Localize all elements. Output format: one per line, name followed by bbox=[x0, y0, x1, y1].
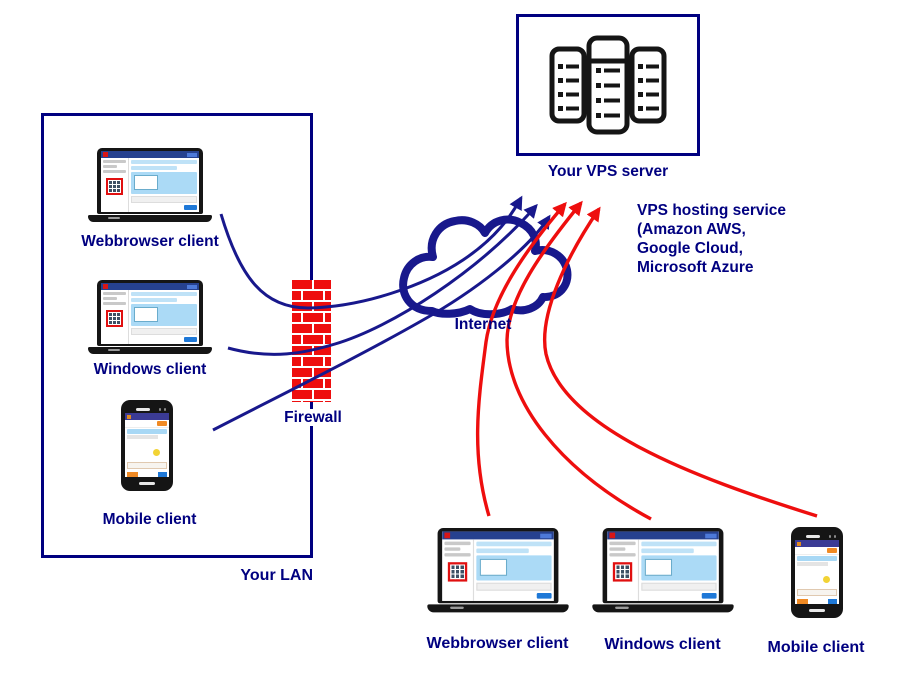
dialpad-icon bbox=[447, 562, 468, 582]
message-input bbox=[131, 196, 197, 203]
remote-mobile-phone bbox=[791, 527, 843, 618]
laptop-base bbox=[427, 604, 569, 613]
remote-webbrowser-client-label: Webbrowser client bbox=[426, 635, 569, 652]
contact-sidebar bbox=[101, 290, 129, 344]
phone-camera-icon bbox=[833, 535, 836, 538]
dialpad-icon bbox=[612, 562, 633, 582]
app-logo-icon bbox=[444, 532, 451, 539]
app-logo-icon bbox=[103, 152, 108, 157]
laptop-base bbox=[88, 215, 212, 222]
lan-mobile-client-label: Mobile client bbox=[102, 511, 197, 528]
lan-mobile-phone bbox=[121, 400, 173, 491]
internet-cloud-icon bbox=[399, 215, 572, 319]
send-button bbox=[184, 337, 197, 342]
your-lan-label: Your LAN bbox=[240, 567, 313, 584]
contact-sidebar bbox=[101, 158, 129, 212]
dialpad-icon bbox=[106, 310, 123, 327]
send-button bbox=[828, 598, 837, 604]
vps-server-box bbox=[516, 14, 700, 156]
firewall-label: Firewall bbox=[282, 409, 344, 426]
app-logo-icon bbox=[609, 532, 616, 539]
call-button bbox=[797, 598, 808, 604]
phone-screen bbox=[795, 540, 839, 604]
search-box bbox=[540, 533, 552, 538]
hosting-line-4: Microsoft Azure bbox=[637, 259, 754, 276]
message-input bbox=[131, 328, 197, 335]
send-button bbox=[701, 592, 717, 599]
vps-server-label: Your VPS server bbox=[547, 163, 669, 180]
dialpad-icon bbox=[106, 178, 123, 195]
message-input bbox=[797, 589, 837, 596]
send-button bbox=[536, 592, 552, 599]
laptop-base bbox=[592, 604, 734, 613]
home-button bbox=[809, 609, 825, 612]
search-box bbox=[187, 284, 197, 289]
app-titlebar bbox=[795, 540, 839, 547]
laptop-screen bbox=[97, 148, 203, 214]
action-button bbox=[157, 421, 167, 426]
laptop-screen bbox=[437, 528, 559, 604]
status-dot bbox=[823, 575, 830, 583]
popup-window bbox=[134, 175, 158, 190]
message-input bbox=[641, 582, 717, 591]
remote-connection-webbrowser bbox=[475, 201, 567, 517]
laptop-base bbox=[88, 347, 212, 354]
message-input bbox=[127, 462, 167, 469]
send-button bbox=[184, 205, 197, 210]
call-button bbox=[127, 471, 138, 477]
app-logo-icon bbox=[103, 284, 108, 289]
popup-window bbox=[134, 307, 158, 322]
status-dot bbox=[153, 448, 160, 456]
search-box bbox=[187, 152, 197, 157]
chat-area bbox=[474, 539, 554, 601]
remote-webbrowser-laptop bbox=[427, 528, 569, 613]
hosting-line-1: VPS hosting service bbox=[637, 202, 787, 219]
popup-window bbox=[644, 558, 673, 576]
lan-windows-laptop bbox=[88, 280, 212, 354]
app-titlebar bbox=[125, 413, 169, 420]
contact-sidebar bbox=[607, 539, 640, 601]
popup-window bbox=[479, 558, 508, 576]
send-button bbox=[158, 471, 167, 477]
phone-speaker bbox=[136, 408, 151, 411]
lan-webbrowser-client-label: Webbrowser client bbox=[81, 233, 219, 250]
phone-speaker bbox=[806, 535, 821, 538]
phone-camera-icon bbox=[163, 408, 166, 411]
server-rack-icon bbox=[549, 35, 667, 135]
remote-windows-client-label: Windows client bbox=[604, 636, 721, 653]
home-button bbox=[139, 482, 155, 485]
chat-area bbox=[129, 290, 199, 344]
search-box bbox=[705, 533, 717, 538]
hosting-line-2: (Amazon AWS, bbox=[637, 221, 746, 238]
laptop-screen bbox=[97, 280, 203, 346]
remote-mobile-client-label: Mobile client bbox=[767, 639, 865, 656]
laptop-screen bbox=[602, 528, 724, 604]
message-input bbox=[476, 582, 552, 591]
chat-area bbox=[129, 158, 199, 212]
vps-hosting-service-text: VPS hosting service (Amazon AWS, Google … bbox=[637, 201, 847, 277]
lan-webbrowser-laptop bbox=[88, 148, 212, 222]
chat-app-titlebar bbox=[101, 151, 199, 158]
remote-connection-windows bbox=[505, 200, 652, 521]
lan-windows-client-label: Windows client bbox=[93, 361, 207, 378]
remote-windows-laptop bbox=[592, 528, 734, 613]
hosting-line-3: Google Cloud, bbox=[637, 240, 743, 257]
internet-label: Internet bbox=[454, 316, 512, 333]
contact-sidebar bbox=[442, 539, 475, 601]
phone-screen bbox=[125, 413, 169, 477]
chat-area bbox=[639, 539, 719, 601]
action-button bbox=[827, 548, 837, 553]
